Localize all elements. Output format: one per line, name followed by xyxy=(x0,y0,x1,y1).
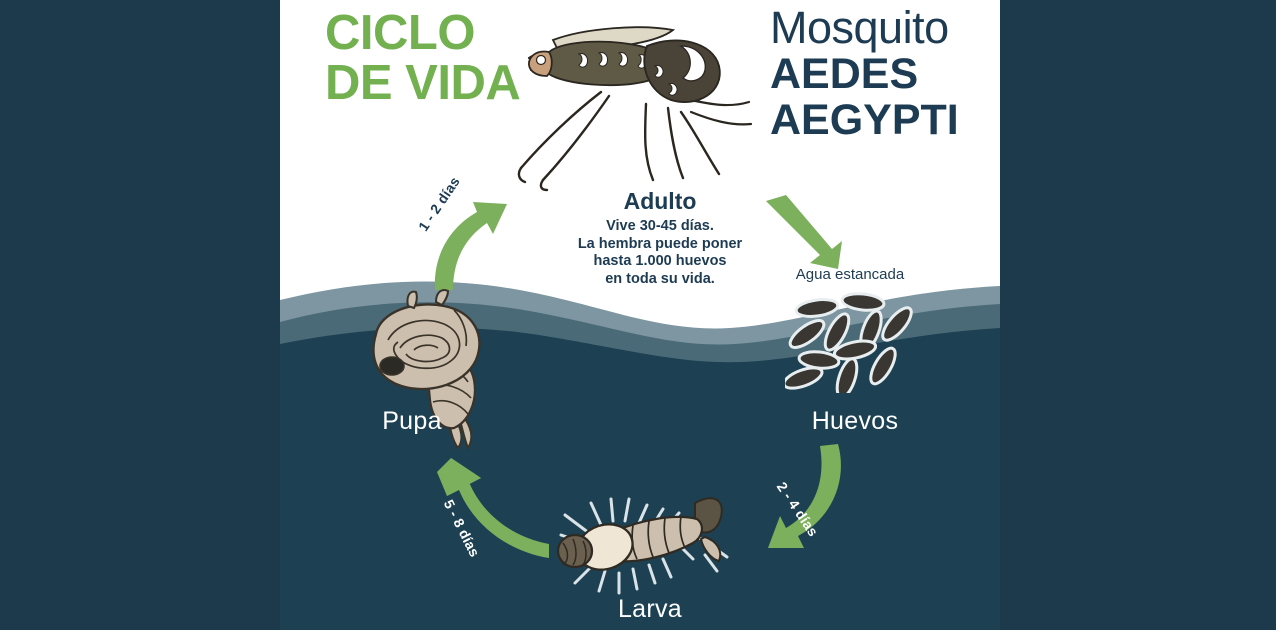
title-right-line3: AEGYPTI xyxy=(770,96,959,144)
adult-mosquito-illustration xyxy=(517,26,753,192)
title-right-line1: Mosquito xyxy=(770,2,949,53)
title-right: Mosquito AEDES AEGYPTI xyxy=(770,2,1000,144)
arrow-adult-to-eggs xyxy=(766,195,842,269)
title-right-line2: AEDES xyxy=(770,50,919,98)
adult-description: Vive 30-45 días. La hembra puede poner h… xyxy=(577,218,743,287)
title-left: CICLO DE VIDA xyxy=(325,8,525,108)
stage-label-pupa: Pupa xyxy=(382,407,442,435)
adult-heading: Adulto xyxy=(623,188,697,214)
pupa-illustration xyxy=(372,289,481,451)
stage-label-huevos: Huevos xyxy=(811,407,899,435)
larva-illustration xyxy=(556,497,729,595)
eggs-illustration xyxy=(785,292,913,393)
arrow-larva-to-pupa xyxy=(437,458,549,558)
stagnant-water-label: Agua estancada xyxy=(795,266,905,283)
arrow-pupa-to-adult xyxy=(434,202,507,290)
title-left-line2: DE VIDA xyxy=(325,56,521,110)
abdomen xyxy=(643,39,721,103)
stage-label-larva: Larva xyxy=(617,595,683,623)
title-left-line1: CICLO xyxy=(325,6,475,60)
arrow-eggs-to-larva xyxy=(768,444,841,548)
